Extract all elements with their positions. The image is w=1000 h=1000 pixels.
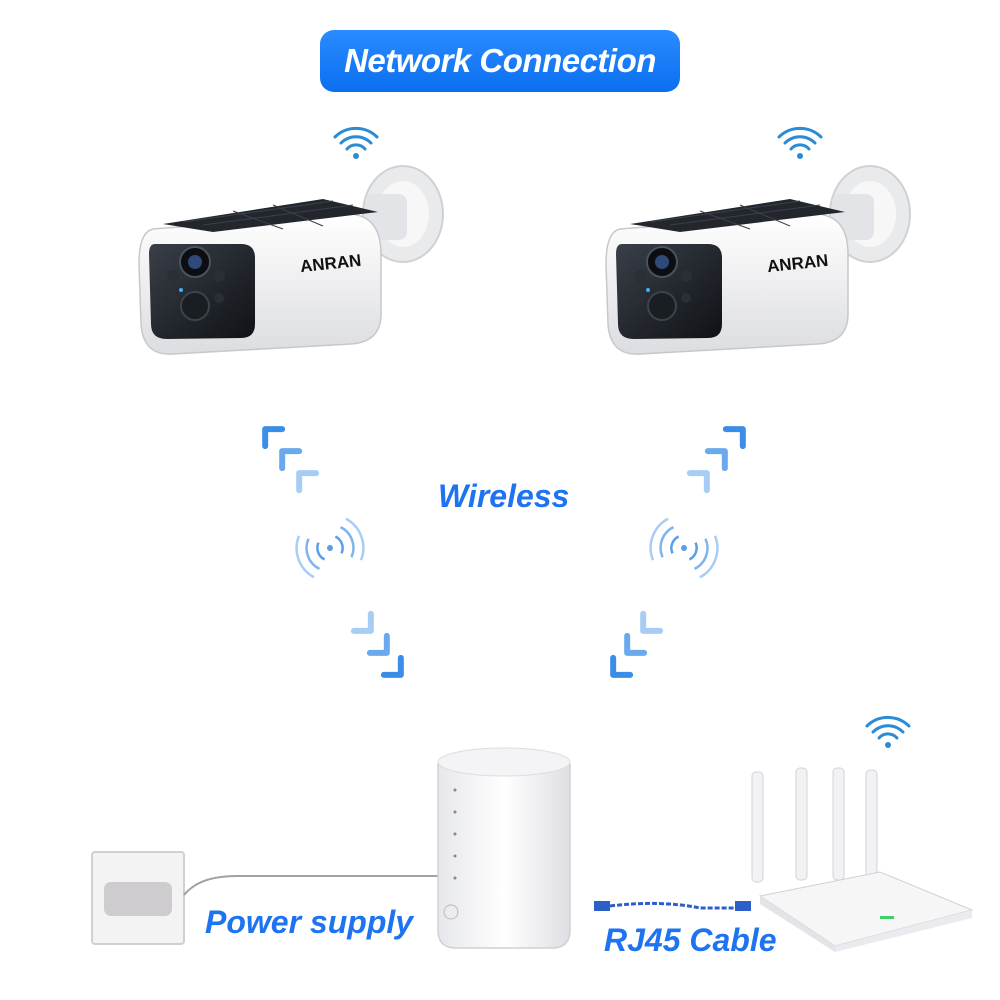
wireless-label: Wireless (438, 478, 570, 514)
signal-wave-icon (643, 514, 725, 582)
router (751, 767, 974, 952)
wifi-icon (865, 715, 911, 750)
wifi-icon (333, 126, 379, 161)
chevron-up-left-icon (257, 421, 316, 490)
power-outlet (91, 851, 185, 945)
power-cable (183, 874, 440, 896)
rj45-cable (594, 901, 751, 911)
power-supply-label: Power supply (205, 904, 414, 940)
title-banner: Network Connection (320, 30, 680, 92)
rj45-cable-label: RJ45 Cable (604, 922, 777, 958)
camera-right (605, 165, 911, 356)
chevron-down-left-icon (605, 614, 660, 683)
wifi-icon (777, 126, 823, 161)
chevron-down-right-icon (354, 614, 409, 683)
signal-wave-icon (289, 514, 371, 582)
camera-left (138, 165, 444, 356)
chevron-up-right-icon (690, 421, 751, 490)
base-station (437, 747, 571, 949)
